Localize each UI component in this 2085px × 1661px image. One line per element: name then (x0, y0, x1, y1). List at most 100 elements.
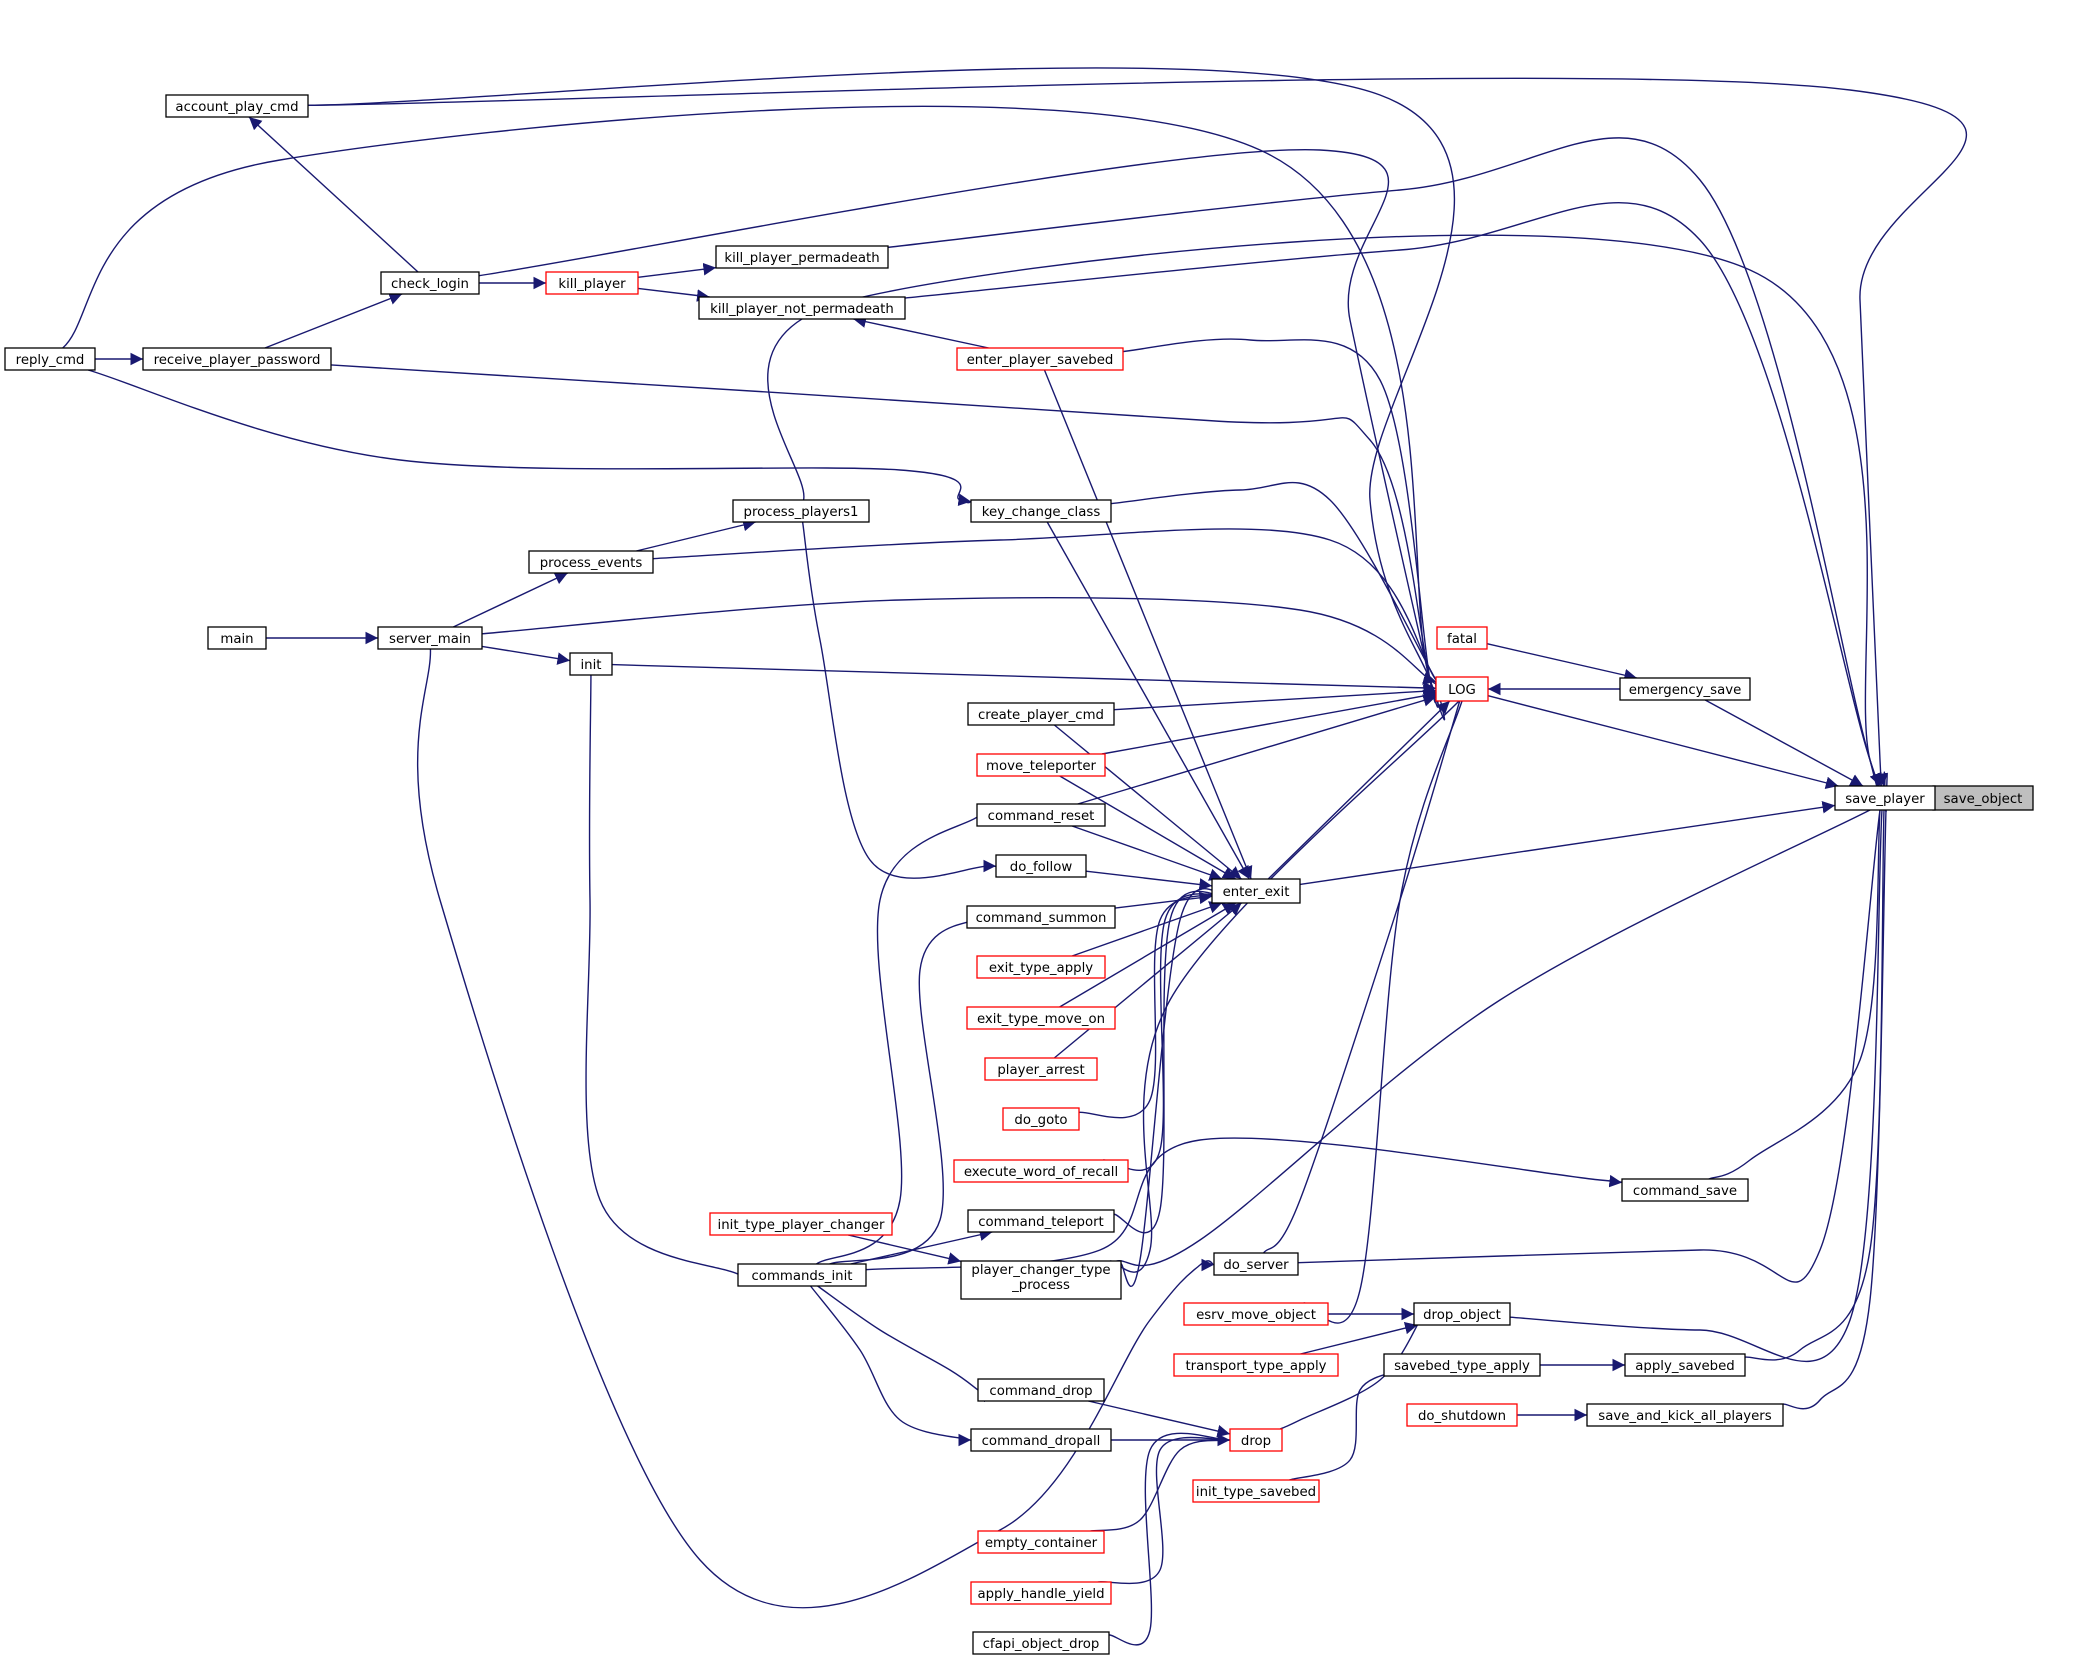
node-server_main[interactable]: server_main (377, 626, 483, 650)
node-savebed_type_apply[interactable]: savebed_type_apply (1383, 1353, 1541, 1377)
node-label: account_play_cmd (175, 100, 298, 115)
node-receive_player_password[interactable]: receive_player_password (142, 347, 332, 371)
node-account_play_cmd[interactable]: account_play_cmd (165, 94, 309, 118)
node-label: enter_player_savebed (967, 353, 1114, 368)
node-label: esrv_move_object (1196, 1308, 1316, 1323)
edge-commands_init-to-command_dropall (809, 1285, 977, 1447)
node-label: save_object (1944, 792, 2023, 807)
node-init[interactable]: init (569, 652, 613, 676)
node-apply_handle_yield[interactable]: apply_handle_yield (970, 1581, 1112, 1605)
node-create_player_cmd[interactable]: create_player_cmd (967, 702, 1115, 726)
node-empty_container[interactable]: empty_container (977, 1530, 1105, 1554)
node-box (545, 271, 639, 295)
edge-apply_savebed-to-save_player (1744, 776, 1891, 1361)
node-label: reply_cmd (16, 353, 85, 368)
node-box (1002, 1107, 1080, 1131)
node-exit_type_move_on[interactable]: exit_type_move_on (966, 1006, 1116, 1030)
node-fatal[interactable]: fatal (1436, 626, 1488, 650)
node-command_save[interactable]: command_save (1621, 1178, 1749, 1202)
node-cfapi_object_drop[interactable]: cfapi_object_drop (972, 1631, 1110, 1655)
node-process_events[interactable]: process_events (528, 550, 654, 574)
node-do_server[interactable]: do_server (1213, 1252, 1299, 1276)
node-kill_player_not_permadeath[interactable]: kill_player_not_permadeath (698, 296, 906, 320)
node-command_drop[interactable]: command_drop (977, 1378, 1105, 1402)
node-do_follow[interactable]: do_follow (995, 854, 1087, 878)
node-exit_type_apply[interactable]: exit_type_apply (976, 955, 1106, 979)
node-process_players1[interactable]: process_players1 (732, 499, 870, 523)
node-reply_cmd[interactable]: reply_cmd (4, 347, 96, 371)
node-player_arrest[interactable]: player_arrest (984, 1057, 1098, 1081)
node-box (967, 702, 1115, 726)
node-command_dropall[interactable]: command_dropall (970, 1428, 1112, 1452)
node-label: command_drop (989, 1384, 1092, 1399)
node-enter_player_savebed[interactable]: enter_player_savebed (956, 347, 1124, 371)
node-key_change_class[interactable]: key_change_class (970, 499, 1112, 523)
edge-transport_type_apply-to-drop_object (1300, 1321, 1418, 1355)
node-move_teleporter[interactable]: move_teleporter (976, 753, 1106, 777)
edge-server_main-to-init (481, 645, 571, 665)
node-transport_type_apply[interactable]: transport_type_apply (1173, 1353, 1339, 1377)
node-do_goto[interactable]: do_goto (1002, 1107, 1080, 1131)
node-box (995, 854, 1087, 878)
node-command_teleport[interactable]: command_teleport (967, 1209, 1115, 1233)
node-label: do_server (1223, 1258, 1289, 1273)
edge-apply_handle_yield-to-drop (1097, 1431, 1244, 1585)
edge-player_changer_type_process-to-enter_exit (1120, 888, 1249, 1288)
node-player_changer_type_process[interactable]: player_changer_type_process (960, 1260, 1122, 1300)
edge-account_play_cmd-to-save_player (307, 77, 1968, 804)
node-label: kill_player_permadeath (724, 251, 879, 266)
node-LOG[interactable]: LOG (1435, 676, 1489, 702)
node-box (1229, 1428, 1283, 1452)
edge-enter_exit-to-LOG (1267, 700, 1451, 880)
node-label: receive_player_password (154, 353, 321, 368)
node-init_type_savebed[interactable]: init_type_savebed (1192, 1479, 1320, 1503)
edge-command_reset-to-LOG (1077, 694, 1437, 805)
edge-key_change_class-to-enter_exit (1046, 521, 1250, 880)
node-label: apply_savebed (1635, 1359, 1734, 1374)
node-execute_word_of_recall[interactable]: execute_word_of_recall (953, 1159, 1129, 1183)
node-drop_object[interactable]: drop_object (1413, 1302, 1511, 1326)
node-apply_savebed[interactable]: apply_savebed (1624, 1353, 1746, 1377)
node-save_player[interactable]: save_player (1834, 785, 1936, 811)
node-emergency_save[interactable]: emergency_save (1619, 677, 1751, 701)
node-box (737, 1263, 867, 1287)
node-check_login[interactable]: check_login (380, 271, 480, 295)
node-drop[interactable]: drop (1229, 1428, 1283, 1452)
edge-player_changer_type_process-to-save_player (1116, 795, 1899, 1267)
node-label: execute_word_of_recall (964, 1165, 1118, 1180)
node-kill_player[interactable]: kill_player (545, 271, 639, 295)
node-save_object[interactable]: save_object (1932, 785, 2034, 811)
node-box (976, 803, 1106, 827)
node-esrv_move_object[interactable]: esrv_move_object (1183, 1302, 1329, 1326)
node-box (4, 347, 96, 371)
node-init_type_player_changer[interactable]: init_type_player_changer (709, 1212, 893, 1236)
node-box (1436, 626, 1488, 650)
node-label: commands_init (752, 1269, 853, 1284)
node-commands_init[interactable]: commands_init (737, 1263, 867, 1287)
node-label: drop_object (1423, 1308, 1501, 1323)
edge-exit_type_apply-to-enter_exit (1071, 901, 1223, 957)
node-box (966, 905, 1116, 929)
node-box (569, 652, 613, 676)
node-main[interactable]: main (207, 626, 267, 650)
node-command_summon[interactable]: command_summon (966, 905, 1116, 929)
edge-enter_exit-to-save_player (1299, 801, 1836, 886)
node-save_and_kick_all_players[interactable]: save_and_kick_all_players (1586, 1403, 1784, 1427)
node-box (976, 753, 1106, 777)
node-do_shutdown[interactable]: do_shutdown (1406, 1403, 1518, 1427)
node-box (967, 1209, 1115, 1233)
node-kill_player_permadeath[interactable]: kill_player_permadeath (715, 245, 889, 269)
node-box (1621, 1178, 1749, 1202)
edge-commands_init-to-command_save (865, 1137, 1638, 1271)
node-box (1183, 1302, 1329, 1326)
node-label: exit_type_move_on (977, 1012, 1105, 1027)
node-label: command_dropall (982, 1434, 1101, 1449)
edge-command_summon-to-enter_exit (1114, 891, 1213, 909)
edge-cfapi_object_drop-to-drop (1108, 1432, 1244, 1646)
node-label: process_players1 (744, 505, 859, 520)
node-command_reset[interactable]: command_reset (976, 803, 1106, 827)
node-enter_exit[interactable]: enter_exit (1211, 878, 1301, 904)
node-label: cfapi_object_drop (983, 1637, 1100, 1652)
node-label: save_and_kick_all_players (1598, 1409, 1771, 1424)
